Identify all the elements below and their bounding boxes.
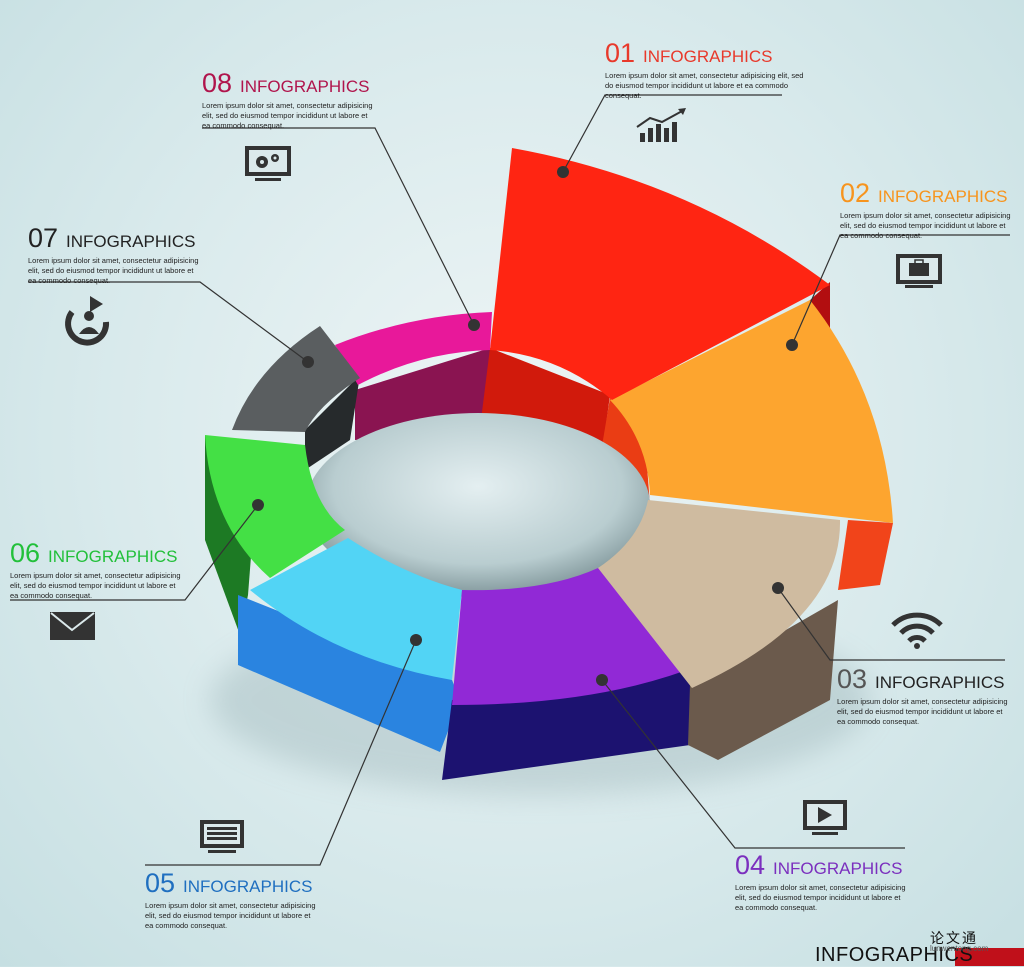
info-block-02: 02 INFOGRAPHICS Lorem ipsum dolor sit am… — [840, 180, 1024, 241]
news-monitor-icon — [200, 820, 244, 853]
segment-number-06: 06 — [10, 538, 41, 568]
segment-08-top — [335, 312, 492, 385]
info-block-01: 01 INFOGRAPHICS Lorem ipsum dolor sit am… — [605, 40, 835, 101]
segment-05-side — [238, 595, 460, 752]
marker-dot-08 — [468, 319, 480, 331]
leader-line-01 — [562, 94, 782, 173]
marker-dot-06 — [252, 499, 264, 511]
segment-title-01: INFOGRAPHICS — [643, 47, 773, 66]
watermark-chinese: 论文通 — [930, 931, 978, 947]
info-block-08: 08 INFOGRAPHICS Lorem ipsum dolor sit am… — [202, 70, 432, 131]
marker-dot-05 — [410, 634, 422, 646]
watermark-title: INFOGRAPHICS — [815, 944, 974, 966]
ring-hole — [306, 413, 650, 597]
leader-line-07 — [28, 281, 309, 363]
leader-line-04 — [601, 679, 905, 849]
segment-03-top — [598, 500, 841, 688]
segment-number-02: 02 — [840, 178, 871, 208]
leader-line-02 — [791, 234, 1010, 346]
marker-dot-07 — [302, 356, 314, 368]
segment-02-side — [838, 520, 893, 590]
segment-01-top — [490, 148, 830, 400]
segment-03-side — [688, 600, 838, 760]
marker-dot-01 — [557, 166, 569, 178]
leader-line-08 — [202, 127, 475, 326]
info-block-06: 06 INFOGRAPHICS Lorem ipsum dolor sit am… — [10, 540, 240, 601]
segment-title-04: INFOGRAPHICS — [773, 859, 903, 878]
marker-dot-02 — [786, 339, 798, 351]
gears-monitor-icon — [245, 146, 291, 181]
segment-title-08: INFOGRAPHICS — [240, 77, 370, 96]
segment-text-04: Lorem ipsum dolor sit amet, consectetur … — [735, 883, 906, 912]
leader-line-06 — [10, 504, 259, 601]
bar-chart-icon — [636, 108, 686, 142]
segment-number-08: 08 — [202, 68, 233, 98]
segment-text-01: Lorem ipsum dolor sit amet, consectetur … — [605, 71, 804, 100]
info-block-04: 04 INFOGRAPHICS Lorem ipsum dolor sit am… — [735, 852, 965, 913]
info-block-07: 07 INFOGRAPHICS Lorem ipsum dolor sit am… — [28, 225, 258, 286]
segment-text-07: Lorem ipsum dolor sit amet, consectetur … — [28, 256, 199, 285]
segment-05-top — [250, 538, 462, 680]
marker-dot-03 — [772, 582, 784, 594]
segment-title-06: INFOGRAPHICS — [48, 547, 178, 566]
segment-number-04: 04 — [735, 850, 766, 880]
segment-number-03: 03 — [837, 664, 868, 694]
info-block-05: 05 INFOGRAPHICS Lorem ipsum dolor sit am… — [145, 870, 375, 931]
segment-text-05: Lorem ipsum dolor sit amet, consectetur … — [145, 901, 316, 930]
leader-line-03 — [777, 587, 1005, 661]
info-block-03: 03 INFOGRAPHICS Lorem ipsum dolor sit am… — [837, 666, 1024, 727]
segment-title-02: INFOGRAPHICS — [878, 187, 1008, 206]
segment-06-top — [205, 435, 345, 578]
segment-number-05: 05 — [145, 868, 176, 898]
segment-title-03: INFOGRAPHICS — [875, 673, 1005, 692]
segment-07-inner-wall — [305, 375, 360, 470]
watermark-url: lunwentong.com — [930, 944, 989, 953]
segment-text-03: Lorem ipsum dolor sit amet, consectetur … — [837, 697, 1008, 726]
wifi-icon — [891, 612, 943, 649]
segment-title-07: INFOGRAPHICS — [66, 232, 196, 251]
segment-02-top — [610, 300, 893, 523]
segment-title-05: INFOGRAPHICS — [183, 877, 313, 896]
segment-text-08: Lorem ipsum dolor sit amet, consectetur … — [202, 101, 373, 130]
segment-text-02: Lorem ipsum dolor sit amet, consectetur … — [840, 211, 1011, 240]
segment-04-top — [452, 568, 700, 705]
segment-number-01: 01 — [605, 38, 636, 68]
play-monitor-icon — [803, 800, 847, 835]
segment-07-top — [232, 326, 360, 432]
leader-line-05 — [145, 639, 417, 866]
marker-dot-04 — [596, 674, 608, 686]
segment-text-06: Lorem ipsum dolor sit amet, consectetur … — [10, 571, 181, 600]
envelope-icon — [50, 612, 95, 640]
briefcase-monitor-icon — [896, 254, 942, 288]
segment-number-07: 07 — [28, 223, 59, 253]
user-cycle-icon — [65, 296, 110, 346]
watermark-red-bar — [955, 948, 1024, 966]
